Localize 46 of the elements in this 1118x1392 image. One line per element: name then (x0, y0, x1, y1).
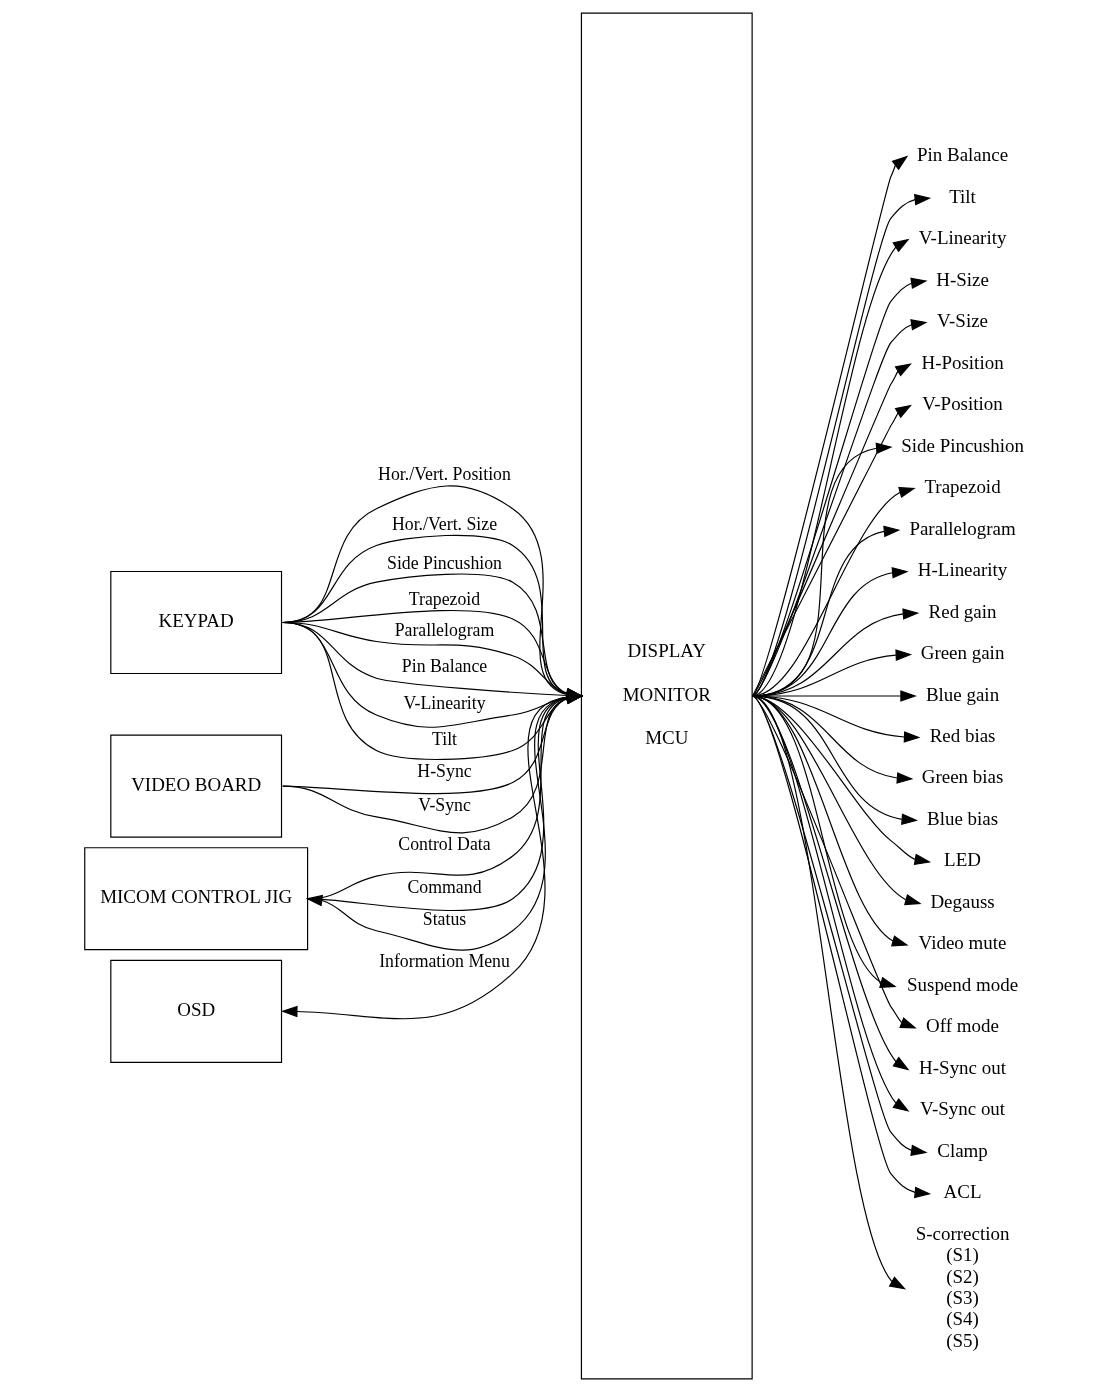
edge-label: Hor./Vert. Position (377, 464, 511, 485)
node-text: Parallelogram (908, 517, 1016, 539)
node-text: Blue bias (926, 807, 998, 829)
node-text: Red gain (928, 600, 996, 622)
node-text: Degauss (929, 890, 995, 912)
edge-label: Trapezoid (408, 588, 480, 609)
edge-label: Control Data (397, 834, 491, 855)
node-text: V-Sync out (919, 1098, 1005, 1120)
edge-label: H-Sync (416, 760, 472, 781)
edge-label: Tilt (431, 728, 457, 749)
edge-label: Side Pincushion (386, 553, 502, 574)
node-text: V-Linearity (918, 227, 1006, 249)
node-label: (S5) (945, 1329, 979, 1351)
node-label: (S3) (945, 1286, 979, 1308)
node-label: (S4) (945, 1308, 979, 1330)
edge-label: Command (407, 876, 482, 897)
node-text: Green gain (920, 642, 1004, 664)
node-text: Blue gain (925, 683, 999, 705)
node-text: ACL (943, 1181, 981, 1203)
node-text: H-Position (920, 351, 1004, 373)
edge-label: V-Sync (417, 794, 471, 815)
node-text: S-correction (915, 1222, 1009, 1244)
edge-label: Hor./Vert. Size (391, 514, 497, 535)
node-text: Suspend mode (906, 973, 1018, 995)
node-text: H-Sync out (918, 1056, 1006, 1078)
node-text: LED (943, 849, 981, 871)
node-text: V-Position (921, 393, 1003, 415)
node-text: Red bias (929, 724, 995, 746)
node-text: H-Linearity (917, 559, 1007, 581)
node-text: Pin Balance (916, 144, 1008, 166)
node-text: H-Size (935, 268, 989, 290)
edge-label: V-Linearity (402, 693, 486, 714)
node-text: Trapezoid (923, 476, 1001, 498)
node-text: Green bias (921, 766, 1003, 788)
node-label: (S1) (945, 1244, 979, 1266)
node-text: Video mute (918, 932, 1006, 954)
node-text: V-Size (936, 310, 988, 332)
node-text: Side Pincushion (900, 434, 1024, 456)
edge-label: Parallelogram (394, 619, 494, 640)
edge-label: Status (422, 908, 466, 929)
node-text: Tilt (948, 185, 976, 207)
node-text: Clamp (936, 1139, 988, 1161)
edge-label: Information Menu (378, 951, 510, 972)
edge-label: Pin Balance (401, 656, 487, 677)
node-text: Off mode (925, 1015, 999, 1037)
node-label: (S2) (945, 1265, 979, 1287)
